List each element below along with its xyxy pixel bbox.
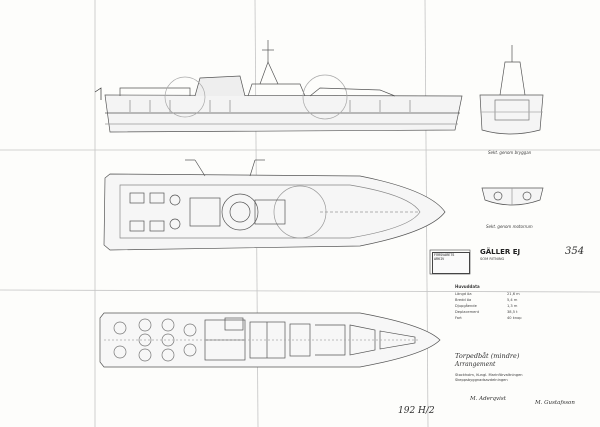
section-engine-caption: Sekt. genom motorrum <box>486 224 533 229</box>
stamp-line-1: FÖRSVARETS <box>434 254 455 258</box>
section-bridge <box>479 45 544 135</box>
spec-row: Fart 40 knop <box>455 316 522 320</box>
stamp-subtitle: SOM RITNING <box>480 257 505 261</box>
spec-table-title: Huvuddata <box>455 284 480 289</box>
spec-table: Huvuddata Längd öa 21,6 m Bredd öa 5,4 m D… <box>455 284 575 344</box>
deck-plan <box>103 159 446 251</box>
spec-value: 5,4 m <box>507 298 518 302</box>
spec-row: Bredd öa 5,4 m <box>455 298 517 302</box>
spec-row: Djupgående 1,3 m <box>455 304 517 308</box>
side-elevation <box>94 40 463 133</box>
stamp-frame <box>429 249 471 275</box>
section-bridge-caption: Sekt. genom bryggan <box>488 150 532 155</box>
spec-value: 40 knop <box>507 316 522 320</box>
drawing-subtitle: Arrangement <box>455 361 496 368</box>
spec-label: Längd öa <box>455 292 472 296</box>
spec-value: 38,5 t <box>507 310 518 314</box>
drawing-issuer: Stockholm, Kungl. Marinförvaltningen <box>455 373 523 377</box>
spec-label: Fart <box>455 316 462 320</box>
signature-1: M. Aderqvist <box>470 396 506 402</box>
section-engine <box>481 187 544 206</box>
spec-row: Deplacement 38,5 t <box>455 310 518 314</box>
drawing-title: Torpedbåt (mindre) <box>455 352 520 360</box>
spec-value: 21,6 m <box>507 292 520 296</box>
spec-value: 1,3 m <box>507 304 518 308</box>
spec-label: Bredd öa <box>455 298 472 302</box>
spec-label: Deplacement <box>455 310 480 314</box>
lower-deck-plan <box>99 312 441 368</box>
sheet-number: 354 <box>565 246 585 257</box>
drawing-number: 192 H/2 <box>398 406 435 416</box>
stamp-title: GÄLLER EJ <box>480 248 521 256</box>
drawing-department: Skeppsbyggnadsavdelningen <box>455 378 508 382</box>
spec-label: Djupgående <box>455 304 477 308</box>
archive-stamp: FÖRSVARETS ARKIV <box>432 252 470 274</box>
signature-2: M. Gustafsson <box>535 400 575 406</box>
spec-row: Längd öa 21,6 m <box>455 292 520 296</box>
stamp-line-2: ARKIV <box>434 258 445 262</box>
